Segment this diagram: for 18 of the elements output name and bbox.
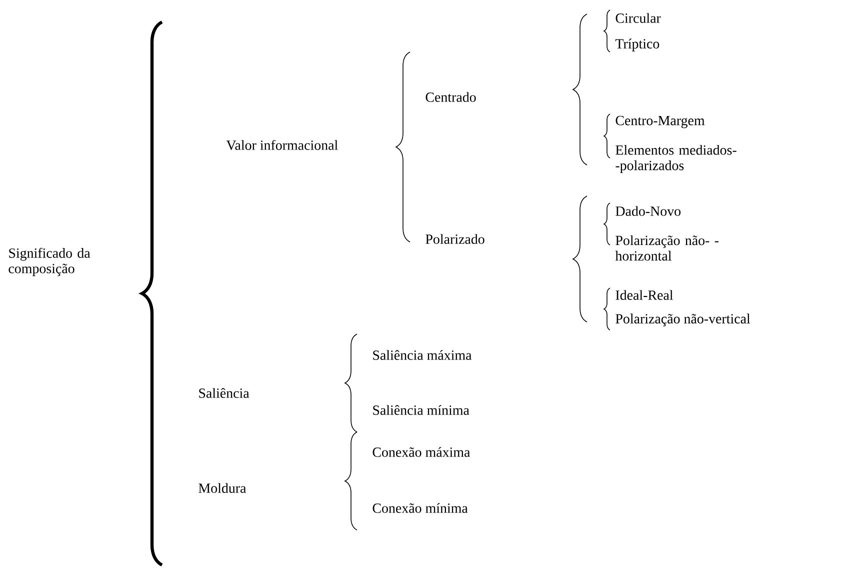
label-text: Saliência máxima <box>373 350 472 360</box>
label-text: Polarização não-vertical <box>616 314 750 326</box>
label-text: Polarização não- -horizontal <box>615 235 718 261</box>
label-text: Valor informacional <box>226 140 338 150</box>
label-text: Elementos mediados- -polarizados <box>616 144 736 174</box>
label-text: Centrado <box>426 92 476 102</box>
label-text: Dado-Novo <box>616 206 681 216</box>
label-text: Ideal-Real <box>616 290 673 300</box>
label-text: Significado da composição <box>8 248 90 276</box>
label-text: Centro-Margem <box>616 116 705 128</box>
label-text: Circular <box>616 13 661 23</box>
label-text: Tríptico <box>615 38 660 52</box>
label-text: Moldura <box>198 483 246 493</box>
label-text: Saliência mínima <box>373 405 470 415</box>
label-text: Conexão máxima <box>372 447 470 457</box>
label-text: Saliência <box>199 388 250 398</box>
label-text: Polarizado <box>426 234 484 244</box>
label-text: Conexão mínima <box>372 503 468 513</box>
